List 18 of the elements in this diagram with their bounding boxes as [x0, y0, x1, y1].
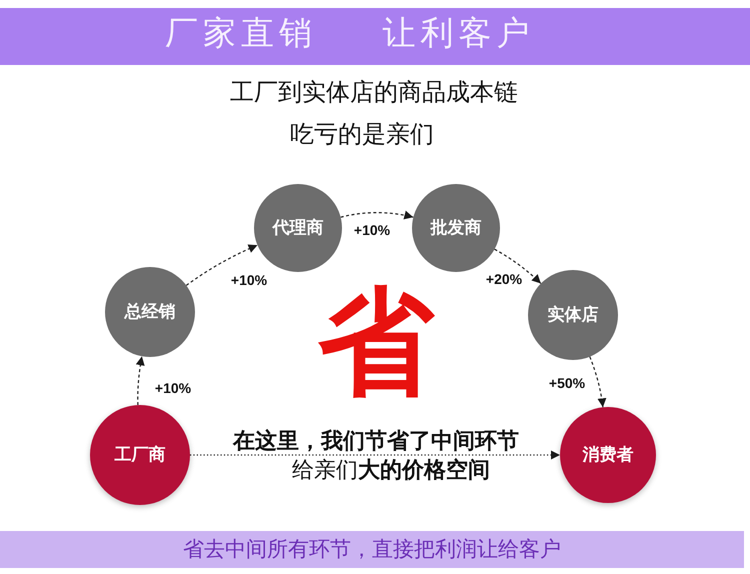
arrow — [589, 356, 606, 408]
arrow — [186, 244, 258, 286]
slogan-text: 给亲们大的价格空间 — [292, 459, 490, 481]
big-character: 省 — [318, 284, 434, 400]
caption: 省去中间所有环节，直接把利润让给客户 — [183, 539, 561, 560]
edge-label: +10% — [352, 223, 392, 237]
edge-label: +10% — [230, 273, 268, 287]
edge-label: +10% — [154, 381, 192, 395]
arrow — [136, 356, 145, 406]
arrow — [494, 248, 542, 284]
edge-label: +50% — [548, 376, 586, 390]
edge-label: +20% — [484, 272, 524, 286]
arrow — [190, 450, 560, 460]
arrow — [340, 210, 414, 220]
title: 厂家直销 让利客户 — [165, 18, 534, 51]
slogan-text: 在这里，我们节省了中间环节 — [233, 430, 519, 452]
subtitle: 工厂到实体店的商品成本链 — [230, 81, 518, 105]
subtitle: 吃亏的是亲们 — [290, 123, 434, 147]
